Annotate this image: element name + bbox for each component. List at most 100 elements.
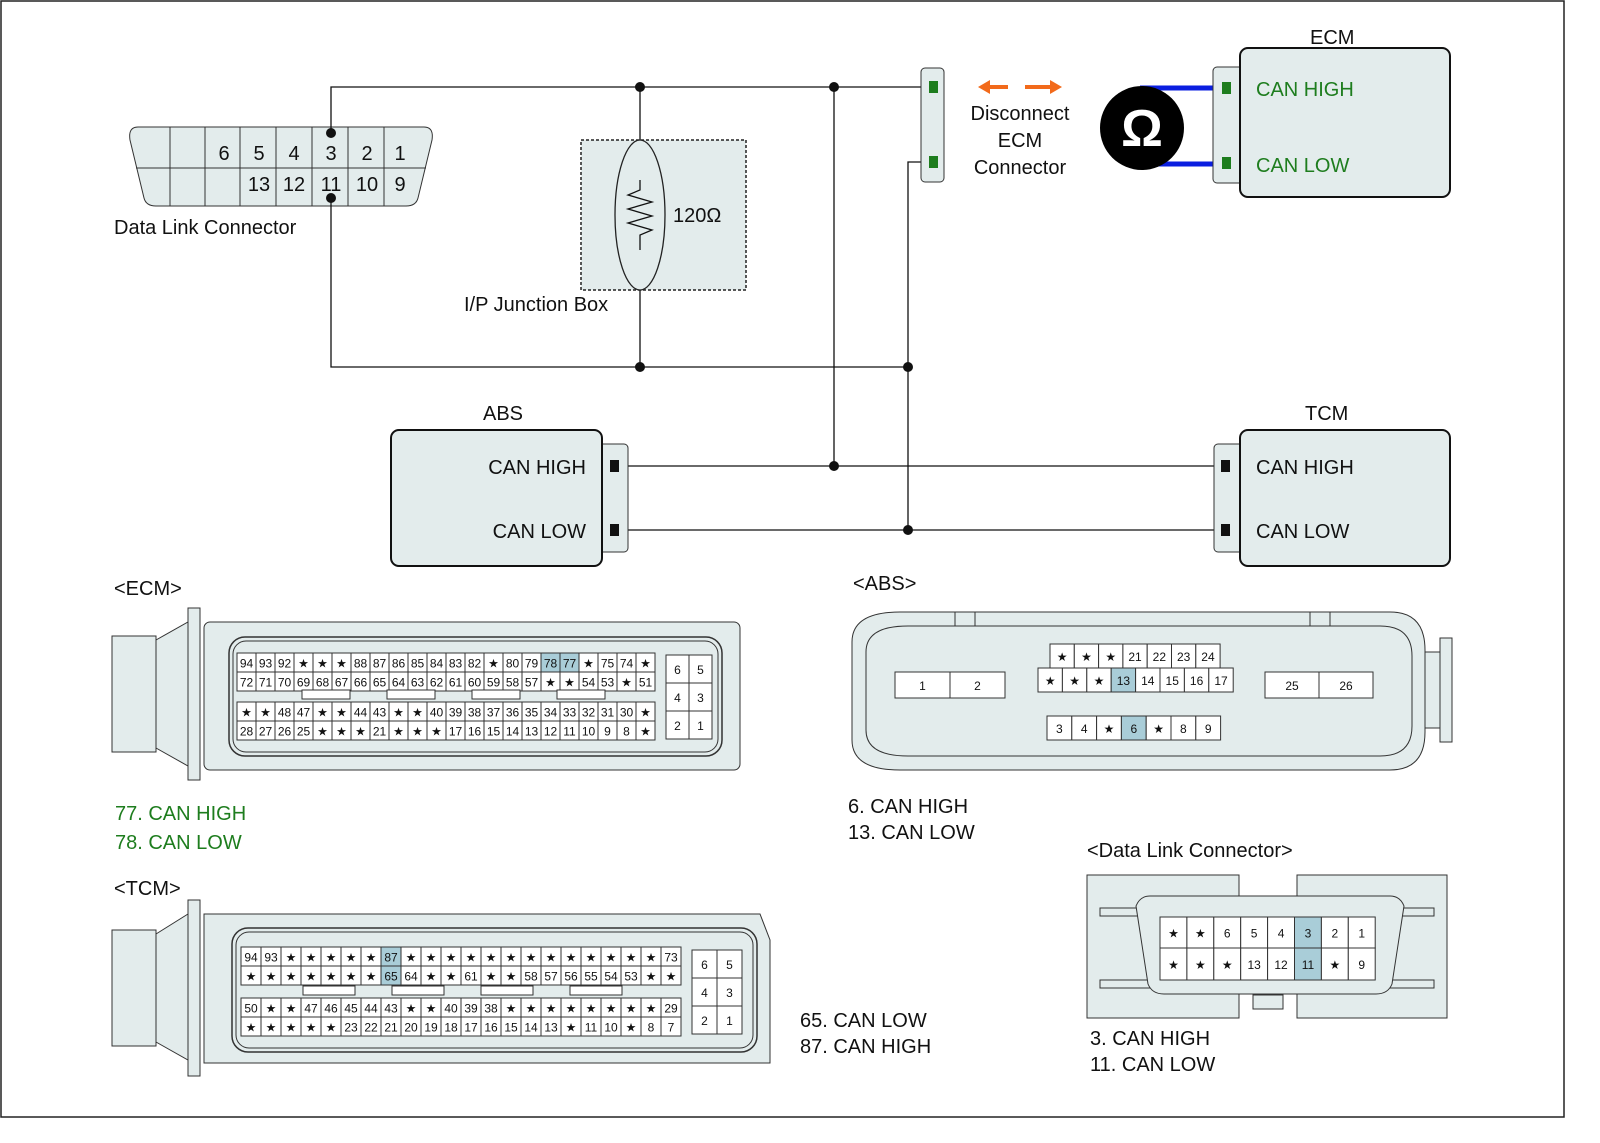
pin-cell: [1159, 916, 1188, 949]
unused-pin-label: ★: [1045, 674, 1056, 688]
pin-label: 34: [544, 706, 558, 720]
unused-pin-label: ★: [431, 725, 442, 739]
pin-label: 45: [344, 1002, 358, 1016]
pin-label: 20: [404, 1021, 418, 1035]
pin-label: 54: [582, 676, 596, 690]
unused-pin-label: ★: [586, 1002, 597, 1016]
unused-pin-label: ★: [1104, 722, 1115, 736]
pin-label: 3: [1056, 722, 1063, 736]
pin-label: 31: [601, 706, 615, 720]
pin-label: 94: [240, 657, 254, 671]
pin-label: 9: [604, 725, 611, 739]
pin-cell: [1145, 715, 1172, 741]
pin-label: 1: [726, 1014, 733, 1028]
pin-label: 6: [1130, 722, 1137, 736]
pin-label: 61: [449, 676, 463, 690]
unused-pin-label: ★: [1081, 650, 1092, 664]
unused-pin-label: ★: [564, 676, 575, 690]
pin-label: 2: [701, 1014, 708, 1028]
unused-pin-label: ★: [306, 1021, 317, 1035]
pin-label: 66: [354, 676, 368, 690]
pin-cell: [1159, 667, 1185, 693]
pin-label: 29: [664, 1002, 678, 1016]
resistor-icon: [625, 180, 655, 250]
disconnect-note-line1: Disconnect: [971, 103, 1070, 125]
pin-label: 18: [444, 1021, 458, 1035]
pin-label: 92: [278, 657, 292, 671]
unused-pin-label: ★: [336, 657, 347, 671]
pin-cell: [1096, 715, 1122, 741]
unused-pin-label: ★: [1195, 927, 1206, 941]
pin-label: 25: [297, 725, 311, 739]
pin-label: 25: [1285, 679, 1299, 693]
pin-label: 93: [259, 657, 273, 671]
pin-label: 64: [392, 676, 406, 690]
unused-pin-label: ★: [626, 1021, 637, 1035]
disconnected-ecm-connector[interactable]: [920, 67, 945, 183]
unused-pin-label: ★: [241, 706, 252, 720]
pin-label: 73: [664, 951, 678, 965]
abs-module: ABS CAN HIGH CAN LOW: [390, 403, 629, 567]
unused-pin-label: ★: [488, 657, 499, 671]
unused-pin-label: ★: [326, 951, 337, 965]
ip-junction-box: 120Ω I/P Junction Box: [464, 139, 747, 316]
dlc-pin-label: 13: [248, 174, 270, 196]
unused-pin-label: ★: [366, 970, 377, 984]
pin-label: 4: [674, 691, 681, 705]
pin-label: 4: [701, 986, 708, 1000]
unused-pin-label: ★: [306, 951, 317, 965]
pin-cell: [1037, 667, 1063, 693]
pin-label: 40: [444, 1002, 458, 1016]
dlc-pin-label: 4: [288, 143, 299, 165]
unused-pin-label: ★: [1222, 958, 1233, 972]
unused-pin-label: ★: [646, 951, 657, 965]
pin-label: 13: [1247, 958, 1261, 972]
pin-label: 5: [1251, 927, 1258, 941]
unused-pin-label: ★: [526, 951, 537, 965]
disconnect-note-line3: Connector: [974, 157, 1067, 179]
pin-label: 93: [264, 951, 278, 965]
pin-label: 1: [919, 679, 926, 693]
pin-label: 59: [487, 676, 501, 690]
unused-pin-label: ★: [260, 706, 271, 720]
pin-label: 87: [373, 657, 387, 671]
unused-pin-label: ★: [346, 951, 357, 965]
unused-pin-label: ★: [583, 657, 594, 671]
tcm-pin-note-low: 65. CAN LOW: [800, 1010, 927, 1032]
ecm-connector-title: <ECM>: [114, 578, 182, 600]
pin-label: 8: [623, 725, 630, 739]
tcm-module: TCM CAN HIGH CAN LOW: [1213, 403, 1451, 567]
unused-pin-label: ★: [1153, 722, 1164, 736]
unused-pin-label: ★: [566, 951, 577, 965]
pin-cell: [1318, 671, 1374, 699]
pin-label: 83: [449, 657, 463, 671]
unused-pin-label: ★: [486, 970, 497, 984]
pin-label: 10: [604, 1021, 618, 1035]
pin-label: 27: [259, 725, 273, 739]
unused-pin-label: ★: [326, 1021, 337, 1035]
dlc-label: Data Link Connector: [114, 217, 297, 239]
disconnect-note-line2: ECM: [998, 130, 1042, 152]
pin-label: 33: [563, 706, 577, 720]
unused-pin-label: ★: [1168, 958, 1179, 972]
pin-label: 13: [1117, 674, 1131, 688]
pin-cell: [1122, 643, 1148, 669]
unused-pin-label: ★: [621, 676, 632, 690]
pin-label: 1: [1358, 927, 1365, 941]
pin-cell: [716, 1005, 743, 1035]
pin-label: 57: [544, 970, 558, 984]
tcm-connector-title: <TCM>: [114, 878, 181, 900]
unused-pin-label: ★: [626, 951, 637, 965]
pin-label: 56: [564, 970, 578, 984]
unused-pin-label: ★: [506, 951, 517, 965]
pin-cell: [1294, 916, 1322, 949]
pin-label: 2: [674, 719, 681, 733]
unused-pin-label: ★: [246, 970, 257, 984]
pin-label: 64: [404, 970, 418, 984]
unused-pin-label: ★: [1105, 650, 1116, 664]
unused-pin-label: ★: [317, 725, 328, 739]
unused-pin-label: ★: [546, 951, 557, 965]
pin-label: 13: [544, 1021, 558, 1035]
unused-pin-label: ★: [393, 706, 404, 720]
